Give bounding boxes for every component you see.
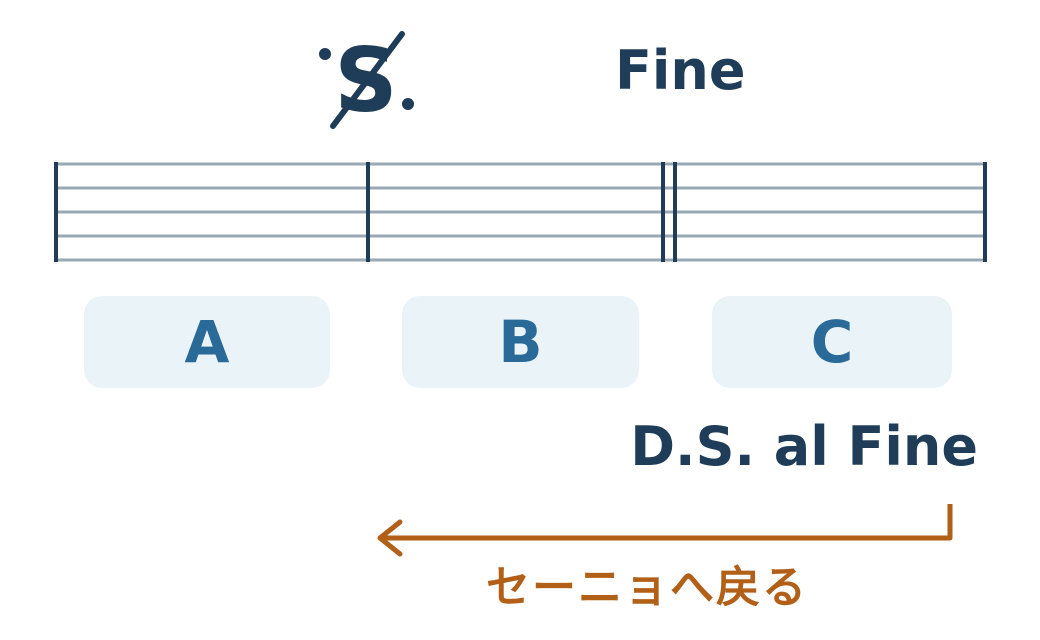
barlines: [54, 162, 987, 262]
return-arrow: [377, 504, 953, 557]
ds-al-fine-marking: D.S. al Fine: [630, 415, 978, 478]
music-staff: [54, 162, 987, 262]
return-to-segno-label: セーニョへ戻る: [486, 562, 808, 613]
segno-icon: S: [319, 30, 414, 130]
section-b: B: [402, 296, 639, 388]
staff-lines: [56, 162, 985, 262]
arrowhead-icon: [377, 519, 403, 557]
return-arrow-line: [384, 504, 953, 541]
fine-marking: Fine: [615, 39, 746, 102]
section-c: C: [712, 296, 952, 388]
section-a: A: [84, 296, 330, 388]
